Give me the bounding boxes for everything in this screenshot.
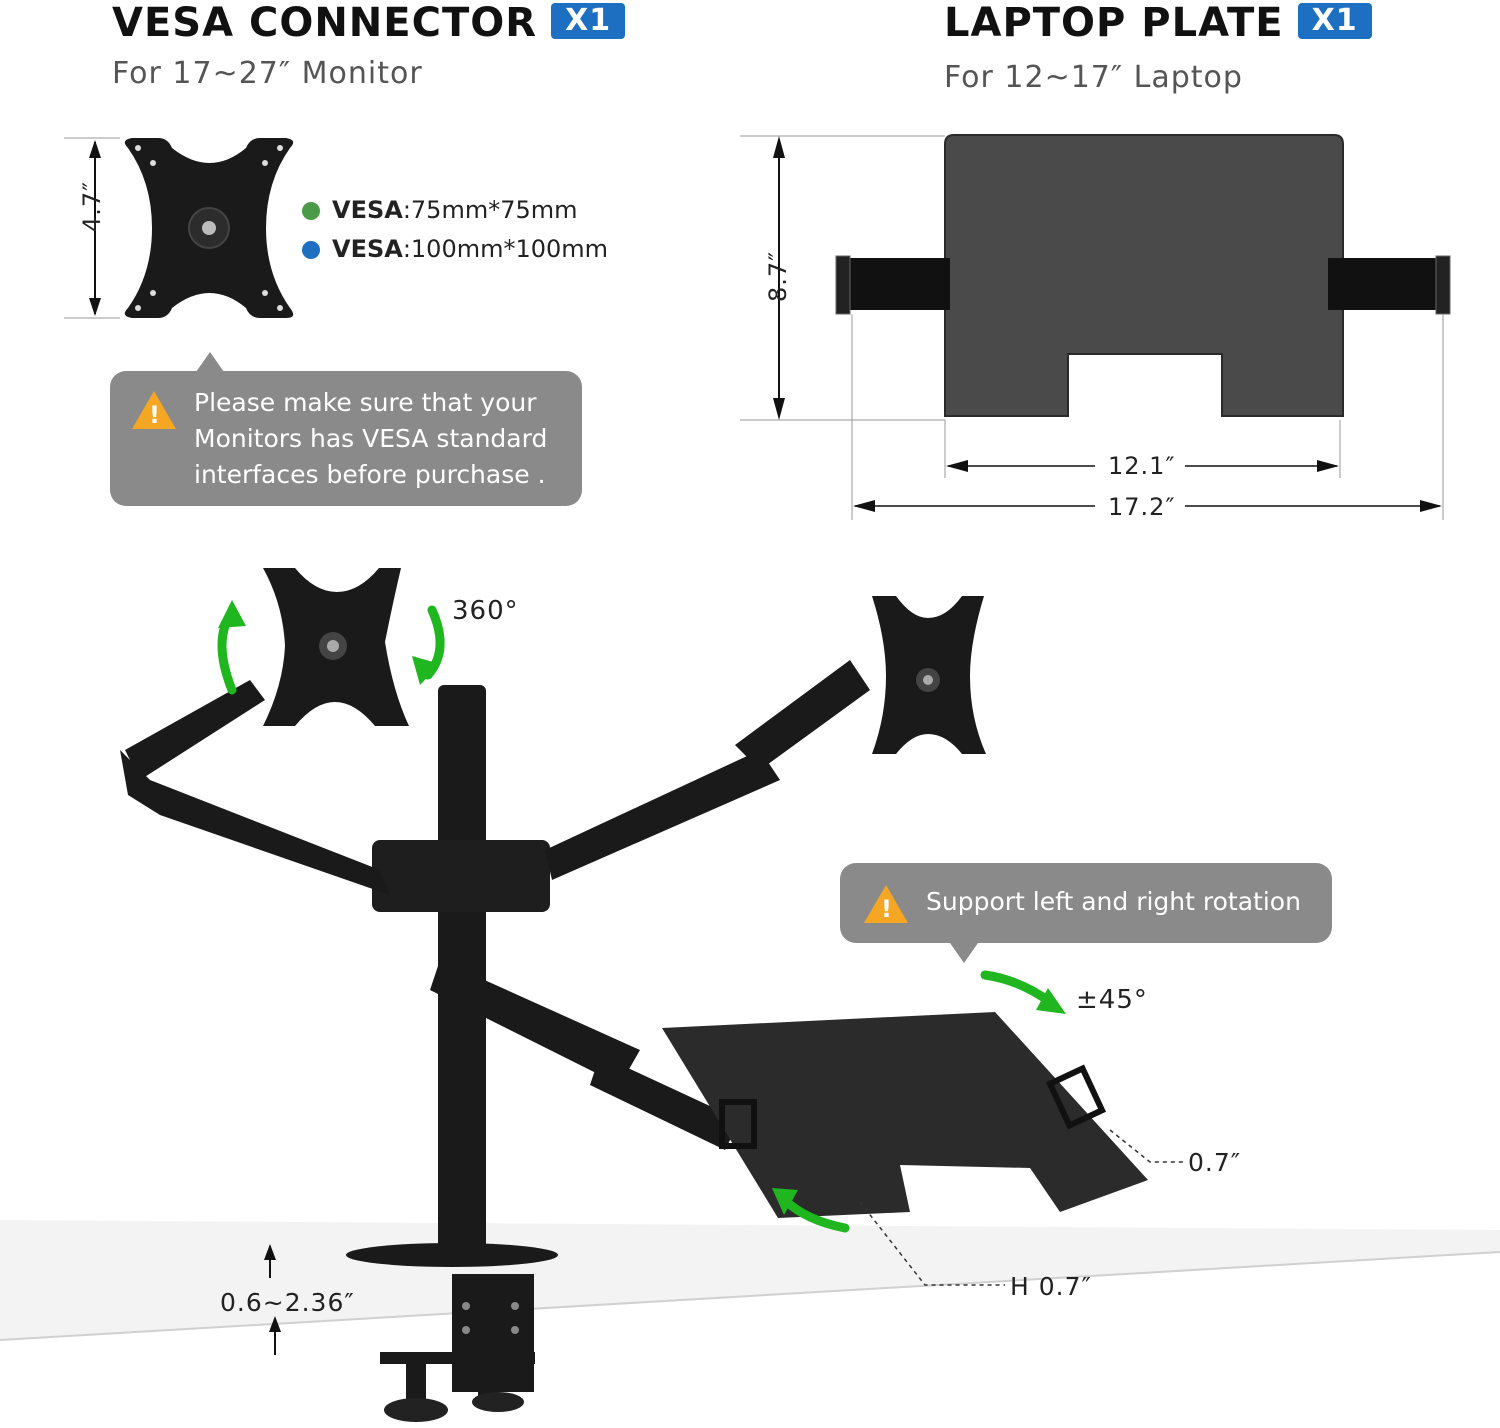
laptop-outer-width-dimension: 17.2″: [1108, 493, 1176, 521]
laptop-plate-icon: [835, 134, 1451, 417]
green-dot-icon: [302, 202, 320, 220]
right-vesa-plate: [872, 596, 986, 754]
right-monitor-arm: [545, 750, 780, 880]
warning-icon: [132, 391, 176, 429]
laptop-subtitle: For 12~17″ Laptop: [944, 60, 1243, 95]
left-vesa-plate: [263, 568, 409, 726]
vesa-quantity-badge: X1: [551, 3, 626, 39]
vesa-title: VESA CONNECTOR: [112, 0, 538, 46]
laptop-quantity-badge: X1: [1297, 3, 1372, 39]
warning-line-3: interfaces before purchase .: [194, 460, 546, 489]
warning-line-1: Please make sure that your: [194, 388, 537, 417]
vesa-warning-note: ! Please make sure that your Monitors ha…: [110, 371, 582, 506]
warning-line-2: Monitors has VESA standard: [194, 424, 548, 453]
vesa-subtitle: For 17~27″ Monitor: [112, 56, 423, 91]
mount-product-illustration: [0, 568, 1500, 1422]
vesa-height-dimension: 4.7″: [78, 180, 106, 232]
warning-icon: [864, 885, 908, 923]
blue-dot-icon: [302, 241, 320, 259]
laptop-arm: [430, 960, 640, 1085]
tray-tilt-label: ±45°: [1076, 985, 1148, 1015]
laptop-tray: [662, 1012, 1148, 1218]
clamp-thickness-dimension: 0.6~2.36″: [220, 1288, 355, 1317]
monitor-rotation-label: 360°: [452, 596, 519, 626]
note-pointer: [950, 943, 978, 963]
laptop-height-dimension: 8.7″: [764, 250, 792, 302]
rotation-note: ! Support left and right rotation: [840, 863, 1332, 943]
laptop-title-block: LAPTOP PLATE X1: [944, 0, 1372, 46]
vesa-plate-diagram: [64, 137, 294, 319]
note-pointer: [196, 352, 224, 372]
laptop-title: LAPTOP PLATE: [944, 0, 1284, 46]
laptop-plate-diagram: [740, 134, 1451, 520]
tray-lip-dimension: 0.7″: [1188, 1148, 1242, 1177]
vesa-title-block: VESA CONNECTOR X1: [112, 0, 626, 46]
rotation-note-text: Support left and right rotation: [926, 887, 1301, 916]
tray-height-lip-dimension: H 0.7″: [1010, 1272, 1092, 1301]
vesa-plate-icon: [124, 138, 294, 318]
left-monitor-arm: [120, 750, 390, 895]
vesa-spec-100: VESA:100mm*100mm: [302, 235, 608, 263]
laptop-inner-width-dimension: 12.1″: [1108, 452, 1176, 480]
vesa-spec-75: VESA:75mm*75mm: [302, 196, 578, 224]
